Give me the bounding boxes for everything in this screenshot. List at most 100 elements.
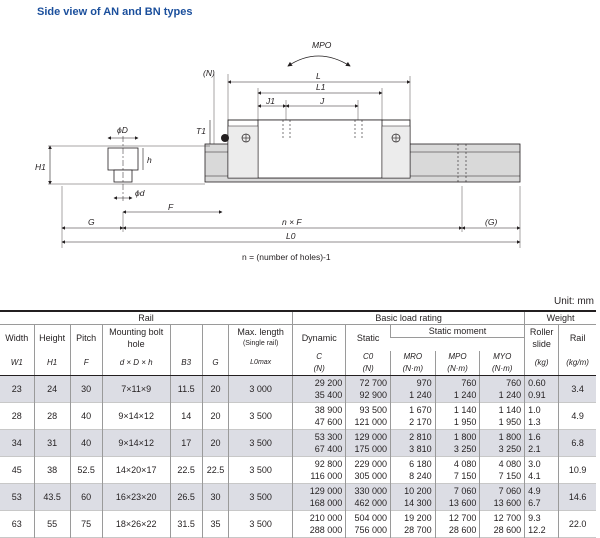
spec-table: Rail Basic load rating Weight Width Heig…	[0, 310, 596, 538]
cell-h1: 31	[33, 429, 71, 456]
cell-bolt: 18×26×22	[101, 510, 171, 537]
rail-group-header: Rail	[0, 310, 293, 325]
column-header: Width	[0, 324, 35, 351]
column-header: Mounting bolt hole	[101, 324, 171, 351]
column-header: MRO(N·m)	[389, 350, 436, 376]
dimension-label: ϕd	[135, 188, 145, 198]
column-header	[169, 324, 203, 351]
column-header: Dynamic	[292, 324, 346, 351]
dimension-label: F	[168, 202, 174, 212]
unit-label: Unit: mm	[554, 296, 594, 307]
cell-g: 20	[201, 429, 229, 456]
column-header: Roller slide	[524, 324, 559, 351]
basic-load-group-header: Basic load rating	[292, 310, 525, 325]
dimension-label: n × F	[282, 217, 302, 227]
dimension-label: (N)	[203, 68, 215, 78]
cell-bolt: 9×14×12	[101, 402, 171, 429]
column-header: Rail	[558, 324, 596, 351]
column-header: (kg/m)	[558, 350, 596, 376]
column-header: Static	[345, 324, 391, 351]
cell-rail-weight: 22.0	[558, 510, 596, 537]
dimension-label: (G)	[485, 217, 497, 227]
cell-h1: 38	[33, 456, 71, 483]
mpo-rotation-arrow	[287, 55, 351, 67]
cell-rail-weight: 10.9	[558, 456, 596, 483]
column-header: MYO(N·m)	[479, 350, 525, 376]
column-header: Max. length(Single rail)	[228, 324, 293, 351]
cell-l0max: 3 500	[228, 510, 293, 537]
column-header: G	[201, 350, 229, 376]
column-header: W1	[0, 350, 35, 376]
cell-b3: 26.5	[169, 483, 203, 510]
cell-g: 20	[201, 402, 229, 429]
cell-l0max: 3 500	[228, 483, 293, 510]
weight-group-header: Weight	[524, 310, 596, 325]
cell-l0max: 3 500	[228, 456, 293, 483]
dimension-label: L	[316, 71, 321, 81]
cell-w1: 63	[0, 510, 35, 537]
column-header: C(N)	[292, 350, 346, 376]
cell-b3: 14	[169, 402, 203, 429]
column-header: L0max	[228, 350, 293, 376]
cell-g: 35	[201, 510, 229, 537]
cell-h1: 43.5	[33, 483, 71, 510]
cell-h1: 28	[33, 402, 71, 429]
column-header: Static moment	[389, 324, 525, 338]
dimension-label: H1	[35, 162, 46, 172]
side-view-diagram: MPO H1 ϕD h ϕd F T1 (N) L	[35, 40, 521, 262]
cell-f: 40	[69, 402, 103, 429]
cell-bolt: 7×11×9	[101, 375, 171, 402]
column-header	[201, 324, 229, 351]
cell-w1: 34	[0, 429, 35, 456]
dimension-label: J1	[265, 96, 275, 106]
column-header: B3	[169, 350, 203, 376]
column-header: F	[69, 350, 103, 376]
cell-f: 40	[69, 429, 103, 456]
dimension-label: L1	[316, 82, 326, 92]
cell-b3: 17	[169, 429, 203, 456]
dimension-label: L0	[286, 231, 296, 241]
cell-w1: 23	[0, 375, 35, 402]
page-title: Side view of AN and BN types	[37, 6, 193, 18]
dimension-label: J	[319, 96, 325, 106]
cell-f: 75	[69, 510, 103, 537]
cell-b3: 31.5	[169, 510, 203, 537]
dimension-label: ϕD	[117, 125, 128, 135]
cell-h1: 24	[33, 375, 71, 402]
grease-nipple	[221, 134, 229, 142]
cell-l0max: 3 500	[228, 429, 293, 456]
